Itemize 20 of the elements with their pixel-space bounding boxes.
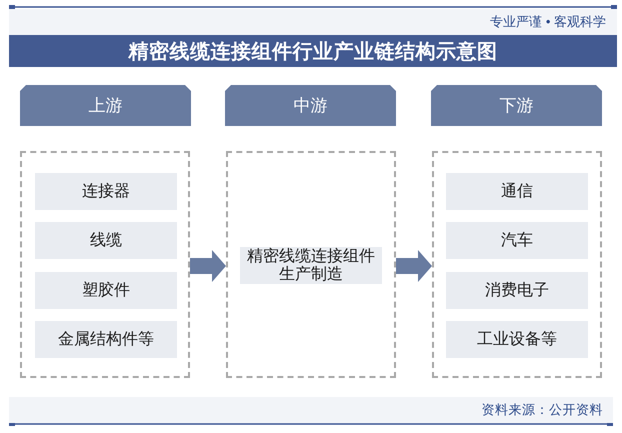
stage-header: 中游	[225, 85, 396, 126]
item-box: 金属结构件等	[35, 321, 177, 358]
item-box: 通信	[446, 173, 588, 210]
item-box: 精密线缆连接组件生产制造	[240, 247, 382, 284]
item-box: 工业设备等	[446, 321, 588, 358]
dashed-box	[20, 151, 190, 378]
title-banner: 精密线缆连接组件行业产业链结构示意图	[9, 35, 617, 67]
item-box: 消费电子	[446, 272, 588, 309]
item-box: 塑胶件	[35, 272, 177, 309]
dashed-box	[226, 151, 396, 378]
slogan-text: 专业严谨 • 客观科学	[490, 14, 606, 30]
source-note: 资料来源：公开资料	[482, 402, 603, 418]
arrow	[396, 250, 432, 282]
item-box: 线缆	[35, 222, 177, 259]
item-box: 汽车	[446, 222, 588, 259]
arrow	[190, 250, 226, 282]
dashed-box	[432, 151, 602, 378]
stage-header: 上游	[20, 85, 191, 126]
item-box: 连接器	[35, 173, 177, 210]
stage-header: 下游	[431, 85, 602, 126]
